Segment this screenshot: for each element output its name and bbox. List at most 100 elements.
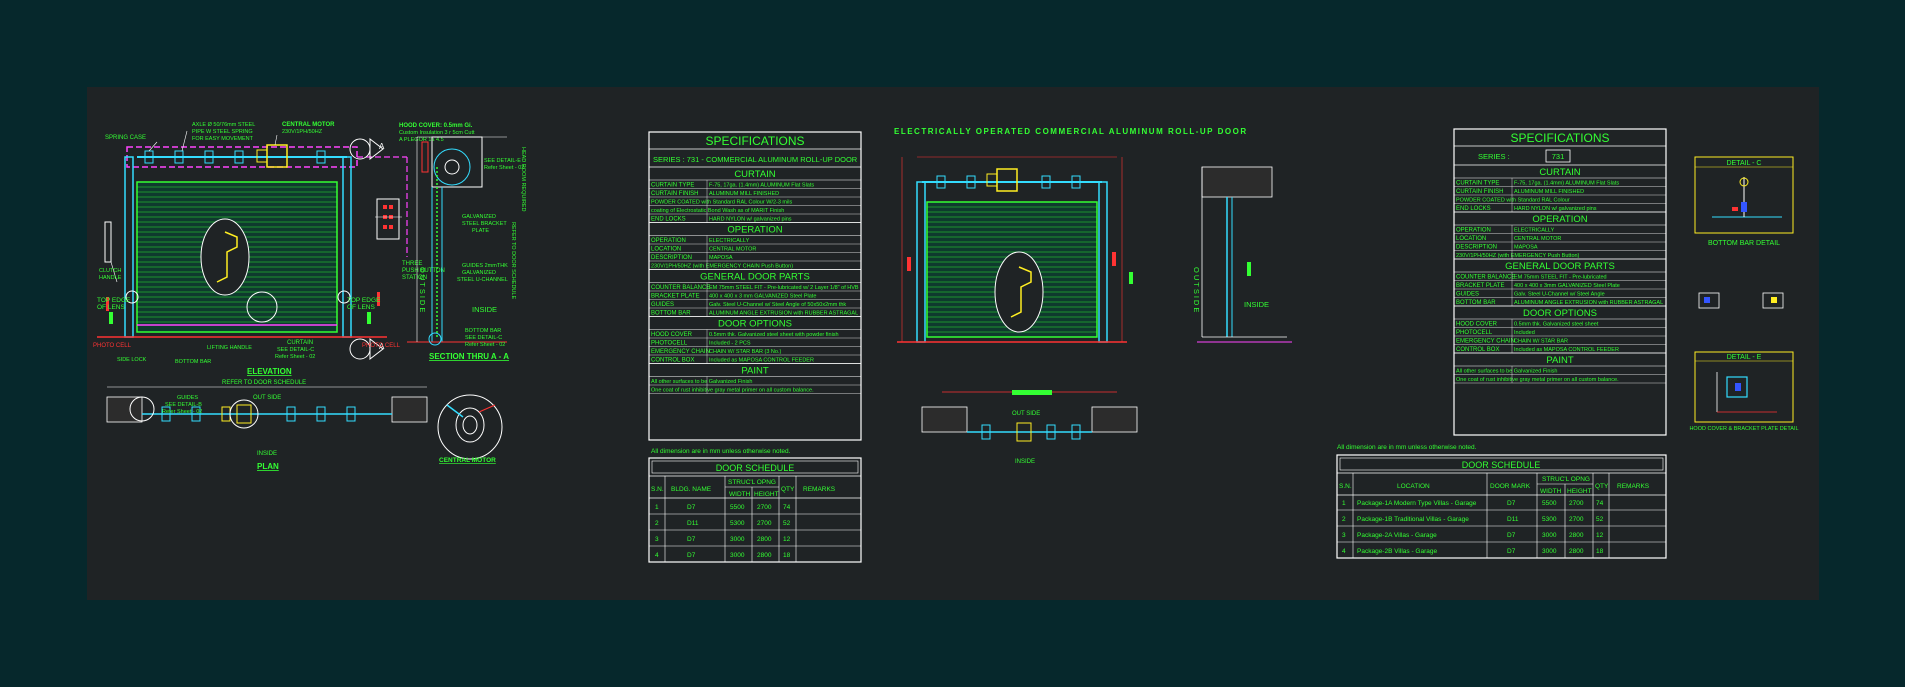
left-schedule-cell: 2: [655, 520, 659, 527]
right-schedule-cell: 52: [1596, 516, 1604, 523]
label-top-edge-left-2: OF LENS: [97, 304, 125, 311]
right-spec-series-label: SERIES :: [1478, 152, 1510, 161]
detail-e-caption: HOOD COVER & BRACKET PLATE DETAIL: [1689, 426, 1798, 432]
label-plan-refer: REFER TO DOOR SCHEDULE: [222, 380, 306, 386]
left-spec-section-heading: OPERATION: [727, 225, 782, 236]
left-spec-row-label: GUIDES: [651, 302, 674, 308]
right-schedule-cell: 74: [1596, 500, 1604, 507]
plan-view: [106, 386, 428, 429]
right-elevation-view: [897, 156, 1133, 343]
right-spec-row-label: CURTAIN TYPE: [1456, 181, 1499, 187]
label-spring-case: SPRING CASE: [105, 135, 146, 141]
left-spec-row-label: EMERGENCY CHAIN: [651, 349, 710, 355]
left-spec-row-value: F-75, 17ga. (1.4mm) ALUMINUM Flat Slats: [709, 183, 814, 189]
right-spec-row-label: HOOD COVER: [1456, 322, 1498, 328]
left-spec-section-heading: PAINT: [741, 366, 768, 377]
right-spec-row-value: Galv. Steel U-Channel w/ Steel Angle: [1514, 292, 1605, 298]
label-side-lock: SIDE LOCK: [117, 357, 147, 363]
plan-title: PLAN: [257, 462, 279, 471]
label-curtain-3: Refer Sheet - 02: [275, 354, 315, 360]
right-schedule-cell: 2700: [1569, 500, 1584, 507]
detail-c-title: DETAIL - C: [1726, 160, 1761, 167]
detail-c-caption: BOTTOM BAR DETAIL: [1708, 240, 1780, 247]
left-schedule-header-struc: STRUC'L OPNG: [728, 479, 776, 486]
label-hood: HOOD COVER: 0.5mm Gi.: [399, 123, 473, 129]
left-schedule-cell: D11: [687, 520, 699, 527]
left-schedule-cell: 2700: [757, 504, 772, 511]
left-spec-row-value: 0.5mm thk. Galvanized steel sheet with p…: [709, 332, 839, 338]
label-bottom-bar: BOTTOM BAR: [175, 359, 211, 365]
label-top-edge-right: TOP EDGE: [347, 297, 381, 304]
right-schedule-header-door-mark: DOOR MARK: [1490, 483, 1531, 490]
label-plan-guides-3: Refer Sheet - 02: [162, 409, 202, 415]
right-specifications-table: SPECIFICATIONS SERIES : 731 CURTAINCURTA…: [1337, 128, 1667, 451]
right-spec-row-value: ALUMINUM ANGLE EXTRUSION with RUBBER AST…: [1514, 300, 1663, 306]
central-motor-title: CENTRAL MOTOR: [439, 457, 496, 464]
right-spec-row-value: One coat of rust inhibitive gray metal p…: [1456, 377, 1619, 383]
label-push-3: STATION: [402, 275, 427, 281]
right-schedule-header-width: WIDTH: [1540, 488, 1562, 495]
left-schedule-cell: 3: [655, 536, 659, 543]
right-schedule-cell: 2800: [1569, 548, 1584, 555]
left-schedule-cell: 2800: [757, 552, 772, 559]
right-plan-outside: OUT SIDE: [1012, 411, 1040, 417]
right-spec-row-label: BOTTOM BAR: [1456, 300, 1496, 306]
right-section-view: OUTSIDE INSIDE: [1192, 166, 1292, 343]
right-schedule-header-struc: STRUC'L OPNG: [1542, 476, 1590, 483]
left-spec-row-value: EM 75mm STEEL FIT - Pre-lubricated w/ 2 …: [709, 285, 859, 291]
label-outside-vertical: OUTSIDE: [418, 267, 427, 314]
label-curtain-2: SEE DETAIL-C: [277, 347, 314, 353]
right-spec-row-value: ELECTRICALLY: [1514, 228, 1555, 234]
cad-drawing: SPRING CASE AXLE Ø 50/76mm STEEL PIPE W …: [93, 122, 1799, 563]
left-schedule-cell: 2700: [757, 520, 772, 527]
right-schedule-title: DOOR SCHEDULE: [1462, 460, 1541, 470]
right-spec-section-heading: PAINT: [1546, 355, 1573, 366]
label-guides-2: GALVANIZED: [462, 270, 496, 276]
right-schedule-header-remarks: REMARKS: [1617, 483, 1650, 490]
right-spec-row-label: EMERGENCY CHAIN: [1456, 339, 1515, 345]
section-marker-bottom: A: [379, 342, 385, 351]
right-spec-section-heading: OPERATION: [1532, 214, 1587, 225]
left-spec-row-label: CURTAIN FINISH: [651, 191, 698, 197]
right-spec-row-value: CENTRAL MOTOR: [1514, 236, 1561, 242]
right-spec-row-value: 400 x 400 x 3mm GALVANIZED Steel Plate: [1514, 283, 1620, 289]
left-schedule-cell: 3000: [730, 536, 745, 543]
right-schedule-cell: D7: [1507, 532, 1516, 539]
right-spec-title: SPECIFICATIONS: [1510, 131, 1609, 145]
left-schedule-cell: 12: [783, 536, 791, 543]
left-schedule-cell: 52: [783, 520, 791, 527]
right-spec-row-label: END LOCKS: [1456, 206, 1491, 212]
right-section-inside: INSIDE: [1244, 300, 1269, 309]
right-schedule-cell: 5500: [1542, 500, 1557, 507]
right-spec-series-value: 731: [1552, 152, 1565, 161]
right-schedule-cell: D7: [1507, 500, 1516, 507]
left-schedule-cell: 5500: [730, 504, 745, 511]
label-push-2: PUSH BUTTON: [402, 268, 445, 274]
right-schedule-cell: 2: [1342, 516, 1346, 523]
right-spec-section-heading: GENERAL DOOR PARTS: [1505, 261, 1615, 272]
section-title: SECTION THRU A - A: [429, 352, 509, 361]
left-spec-row-label: BOTTOM BAR: [651, 311, 691, 317]
left-spec-row-value: ALUMINUM MILL FINISHED: [709, 191, 779, 197]
label-hood-3: A PLEGOR 1a 4.5: [399, 137, 444, 143]
label-galvanized-3: PLATE: [472, 228, 489, 234]
right-schedule-cell: 3000: [1542, 548, 1557, 555]
right-sheet-title: ELECTRICALLY OPERATED COMMERCIAL ALUMINU…: [894, 127, 1248, 136]
elevation-title: ELEVATION: [247, 367, 292, 376]
label-guides-3: STEEL U-CHANNEL: [457, 277, 508, 283]
right-spec-row-label: LOCATION: [1456, 236, 1486, 242]
right-schedule-cell: 1: [1342, 500, 1346, 507]
right-schedule-cell: 3000: [1542, 532, 1557, 539]
right-spec-row-value: POWDER COATED with Standard RAL Colour: [1456, 198, 1570, 204]
left-schedule-header-remarks: REMARKS: [803, 486, 836, 493]
left-schedule-cell: 5300: [730, 520, 745, 527]
left-spec-row-value: POWDER COATED with Standard RAL Colour W…: [651, 200, 792, 206]
left-schedule-header-width: WIDTH: [729, 491, 751, 498]
label-plan-inside: INSIDE: [257, 451, 277, 457]
left-spec-row-value: ELECTRICALLY: [709, 238, 750, 244]
left-spec-row-value: All other surfaces to be Galvanized Fini…: [651, 379, 753, 385]
right-spec-note: All dimension are in mm unless otherwise…: [1337, 444, 1477, 451]
right-schedule-cell: Package-1A Modern Type Villas - Garage: [1357, 500, 1477, 507]
right-plan-view: OUT SIDE INSIDE: [921, 390, 1138, 465]
right-spec-row-value: ALUMINUM MILL FINISHED: [1514, 189, 1584, 195]
